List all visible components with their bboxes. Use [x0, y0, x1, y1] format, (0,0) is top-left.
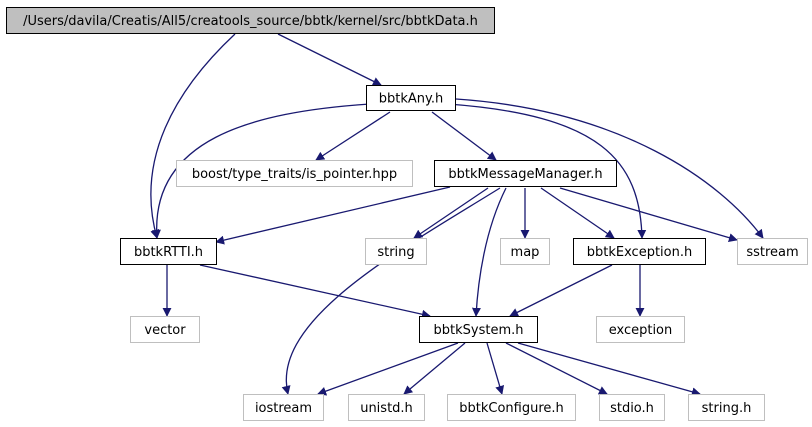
node-iostream: iostream — [243, 394, 324, 421]
node-label-rtti: bbtkRTTI.h — [134, 245, 203, 260]
edge-msg-to-exc — [540, 187, 615, 239]
node-box-root — [6, 7, 495, 34]
node-label-sstream: sstream — [746, 245, 798, 260]
nodes-layer: /Users/davila/Creatis/All5/creatools_sou… — [6, 7, 808, 421]
node-stdio: stdio.h — [599, 394, 665, 421]
node-box-msg — [434, 160, 617, 187]
node-label-msg: bbtkMessageManager.h — [448, 167, 602, 182]
edge-system-to-config — [486, 342, 505, 395]
edge-exc-to-system — [509, 264, 613, 317]
edge-rtti-to-system — [199, 264, 431, 319]
node-stringh: string.h — [688, 394, 765, 421]
node-label-boost: boost/type_traits/is_pointer.hpp — [192, 167, 397, 182]
edge-any-to-msg — [431, 111, 497, 161]
edge-system-to-stdio — [505, 342, 608, 395]
node-label-vector: vector — [144, 323, 186, 338]
node-box-stringh — [688, 394, 765, 421]
node-boost: boost/type_traits/is_pointer.hpp — [176, 160, 413, 187]
node-label-iostream: iostream — [255, 401, 312, 416]
node-box-config — [447, 394, 576, 421]
edge-any-to-rtti — [151, 103, 371, 239]
node-box-vector — [130, 316, 200, 343]
node-box-rtti — [120, 238, 217, 265]
node-box-stdio — [599, 394, 665, 421]
edge-msg-to-iostream — [281, 187, 501, 395]
node-config: bbtkConfigure.h — [447, 394, 576, 421]
node-root: /Users/davila/Creatis/All5/creatools_sou… — [6, 7, 495, 34]
node-label-stdio: stdio.h — [610, 401, 654, 416]
edge-msg-to-sstream — [559, 187, 738, 243]
node-label-map: map — [511, 245, 540, 260]
node-msg[interactable]: bbtkMessageManager.h — [434, 160, 617, 187]
node-label-root: /Users/davila/Creatis/All5/creatools_sou… — [23, 14, 478, 29]
node-sstream: sstream — [737, 238, 808, 265]
node-label-exc: bbtkException.h — [587, 245, 692, 260]
edge-msg-to-string — [413, 187, 489, 239]
node-exception: exception — [596, 316, 685, 343]
node-unistd: unistd.h — [348, 394, 425, 421]
edge-any-to-exc — [447, 103, 647, 239]
node-box-map — [500, 238, 550, 265]
edge-system-to-unistd — [403, 342, 466, 395]
node-box-iostream — [243, 394, 324, 421]
edge-any-to-boost — [315, 111, 391, 161]
edge-root-to-any — [277, 33, 382, 86]
node-box-exc — [573, 238, 706, 265]
node-box-sstream — [737, 238, 808, 265]
edge-msg-to-rtti — [215, 186, 451, 245]
node-rtti[interactable]: bbtkRTTI.h — [120, 238, 217, 265]
node-label-config: bbtkConfigure.h — [459, 401, 564, 416]
node-box-exception — [596, 316, 685, 343]
node-label-string: string — [377, 245, 414, 260]
node-label-system: bbtkSystem.h — [434, 323, 524, 338]
edge-system-to-stringh — [517, 342, 701, 397]
edge-msg-to-system — [471, 187, 507, 317]
node-label-unistd: unistd.h — [360, 401, 413, 416]
node-system[interactable]: bbtkSystem.h — [419, 316, 538, 343]
edges-layer — [150, 33, 764, 397]
node-exc[interactable]: bbtkException.h — [573, 238, 706, 265]
node-box-string — [365, 238, 427, 265]
edge-root-to-rtti — [150, 33, 236, 239]
node-vector: vector — [130, 316, 200, 343]
node-string: string — [365, 238, 427, 265]
node-label-any: bbtkAny.h — [379, 92, 443, 107]
node-any[interactable]: bbtkAny.h — [366, 85, 456, 111]
node-box-unistd — [348, 394, 425, 421]
node-map: map — [500, 238, 550, 265]
node-box-boost — [176, 160, 413, 187]
node-label-stringh: string.h — [702, 401, 752, 416]
edge-any-to-sstream — [455, 98, 764, 239]
node-label-exception: exception — [609, 323, 673, 338]
node-box-system — [419, 316, 538, 343]
node-box-any — [366, 85, 456, 111]
edge-system-to-iostream — [317, 342, 459, 396]
